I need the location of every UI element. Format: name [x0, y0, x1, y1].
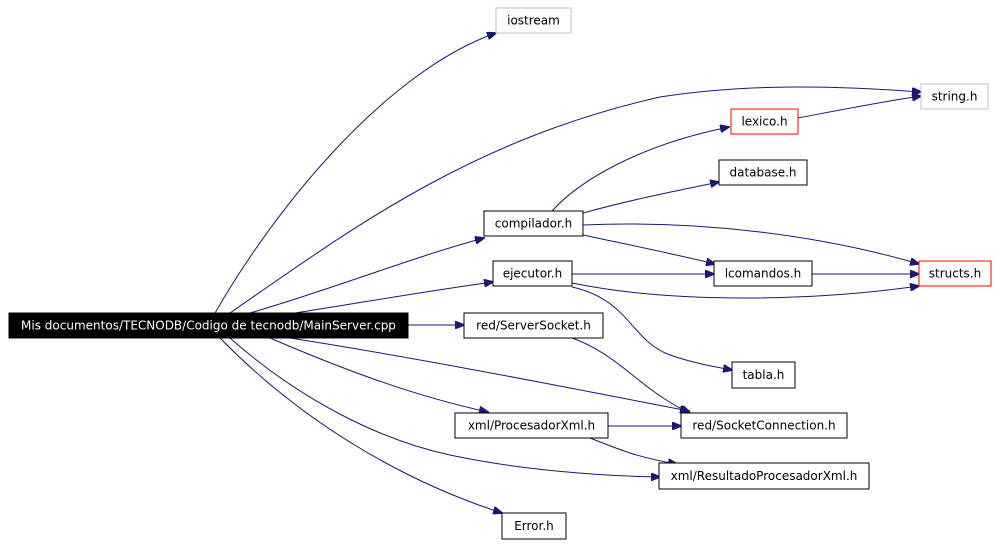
edge-root-socketconnection [289, 337, 689, 411]
edge-root-iostream [214, 33, 496, 314]
node-iostream-label: iostream [507, 14, 560, 28]
edge-root-ejecutor [294, 282, 493, 314]
edge-root-error [219, 337, 502, 513]
edge-root-resultado [229, 337, 660, 477]
edge-serversocket-socketconnection [571, 337, 690, 413]
node-compilador-h-label: compilador.h [495, 217, 572, 231]
edge-root-string [229, 86, 921, 314]
edge-ejecutor-tabla [571, 286, 732, 370]
node-socketconnection-h[interactable]: red/SocketConnection.h [680, 412, 848, 439]
edge-compilador-lcomandos [582, 234, 715, 264]
node-serversocket-h[interactable]: red/ServerSocket.h [463, 312, 604, 339]
node-socketconnection-h-label: red/SocketConnection.h [692, 419, 835, 433]
node-error-h-label: Error.h [514, 519, 554, 533]
node-database-h[interactable]: database.h [718, 159, 808, 186]
node-lcomandos-h-label: lcomandos.h [725, 267, 802, 281]
node-tabla-h-label: tabla.h [743, 368, 785, 382]
node-procesadorxml-h[interactable]: xml/ProcesadorXml.h [454, 412, 609, 439]
node-ejecutor-h-label: ejecutor.h [503, 267, 563, 281]
node-serversocket-h-label: red/ServerSocket.h [476, 319, 591, 333]
node-lcomandos-h[interactable]: lcomandos.h [713, 260, 813, 287]
node-resultadoprocesadorxml-h[interactable]: xml/ResultadoProcesadorXml.h [658, 462, 870, 490]
node-root[interactable]: Mis documentos/TECNODB/Codigo de tecnodb… [8, 312, 409, 339]
edge-compilador-lexico [551, 127, 729, 212]
node-tabla-h[interactable]: tabla.h [731, 361, 796, 389]
node-compilador-h[interactable]: compilador.h [483, 210, 584, 237]
edge-ejecutor-structs [571, 282, 919, 299]
edge-compilador-structs [582, 223, 919, 264]
node-database-h-label: database.h [729, 166, 796, 180]
node-ejecutor-h[interactable]: ejecutor.h [492, 260, 573, 287]
node-string-h-label: string.h [932, 90, 978, 104]
edge-root-procesadorxml [269, 337, 488, 412]
edge-procesadorxml-resultado [589, 437, 677, 464]
node-procesadorxml-h-label: xml/ProcesadorXml.h [468, 419, 595, 433]
edges [214, 33, 921, 513]
edge-lexico-string [797, 96, 921, 119]
node-iostream[interactable]: iostream [495, 7, 572, 34]
node-resultadoprocesadorxml-h-label: xml/ResultadoProcesadorXml.h [671, 469, 858, 483]
node-structs-h[interactable]: structs.h [918, 260, 992, 287]
node-root-label: Mis documentos/TECNODB/Codigo de tecnodb… [21, 319, 396, 333]
node-error-h[interactable]: Error.h [501, 512, 567, 540]
node-string-h[interactable]: string.h [920, 83, 989, 110]
node-structs-h-label: structs.h [929, 267, 981, 281]
edge-compilador-database [582, 182, 719, 214]
node-lexico-h-label: lexico.h [741, 115, 787, 129]
edge-root-compilador [249, 238, 484, 314]
node-lexico-h[interactable]: lexico.h [730, 108, 799, 135]
